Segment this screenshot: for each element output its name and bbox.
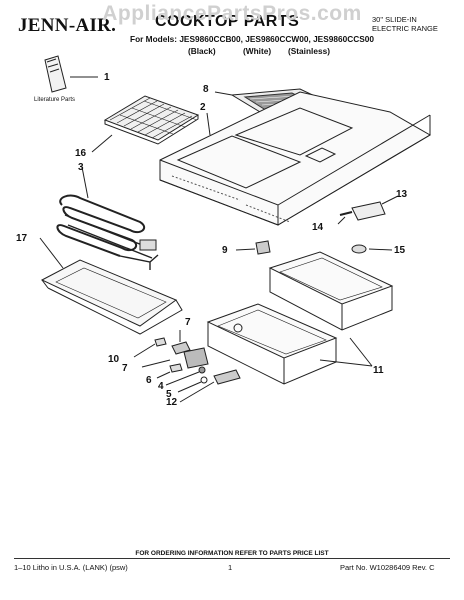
callout-11: 11 [373, 365, 384, 376]
callout-14: 14 [312, 222, 324, 233]
part-1-literature-booklet [44, 55, 98, 93]
callout-3: 3 [78, 162, 84, 173]
page-title: COOKTOP PARTS [155, 13, 300, 30]
callout-12: 12 [166, 397, 178, 408]
literature-parts-label: Literature Parts [34, 97, 75, 103]
callout-10: 10 [108, 354, 120, 365]
footer-page-number: 1 [228, 563, 233, 572]
callout-17: 17 [16, 233, 28, 244]
callout-8: 8 [203, 84, 209, 95]
footer-divider [14, 558, 450, 559]
finish-stainless: (Stainless) [288, 46, 330, 56]
part-7-bracket-upper [171, 330, 191, 355]
part-3-heating-element [56, 166, 159, 270]
finish-black: (Black) [188, 46, 216, 56]
callout-7: 7 [185, 317, 191, 328]
callout-15: 15 [394, 245, 406, 256]
watermark: AppliancePartsPros.com [102, 2, 362, 25]
range-description: 30" SLIDE-IN ELECTRIC RANGE [372, 15, 438, 33]
finish-white: (White) [243, 46, 272, 56]
callout-13: 13 [396, 189, 408, 200]
part-4-nut [165, 366, 206, 386]
part-11-burner-box-rear [268, 251, 394, 331]
part-12-terminal-block [179, 369, 241, 403]
callout-9: 9 [222, 245, 228, 256]
part-16-grill-grate [91, 95, 200, 153]
part-15-grommet [351, 244, 393, 254]
part-11-burner-box-front [206, 303, 338, 385]
part-6-terminal [156, 363, 183, 379]
part-17-drip-pan [39, 237, 183, 335]
callout-4: 4 [158, 381, 164, 392]
part-5-washer [177, 376, 208, 393]
part-14-screw [337, 211, 353, 225]
models-line: For Models: JES9860CCB00, JES9860CCW00, … [130, 34, 374, 44]
part-9-clip [235, 240, 271, 255]
range-line-1: 30" SLIDE-IN [372, 15, 417, 24]
callout-7: 7 [122, 363, 128, 374]
part-10-clip [133, 337, 167, 358]
range-line-2: ELECTRIC RANGE [372, 24, 438, 33]
callout-16: 16 [75, 148, 87, 159]
ordering-note: FOR ORDERING INFORMATION REFER TO PARTS … [135, 550, 329, 557]
exploded-parts-diagram: Literature Parts 18216313149151771076451… [16, 55, 431, 408]
callout-6: 6 [146, 375, 152, 386]
part-2-cooktop [159, 91, 431, 226]
callout-1: 1 [104, 72, 110, 83]
footer-part-number: Part No. W10286409 Rev. C [340, 563, 435, 572]
part-13-bracket [351, 195, 399, 221]
footer-litho: 1–10 Litho in U.S.A. (LANK) (psw) [14, 563, 128, 572]
callout-5: 5 [166, 389, 172, 400]
part-7-switch [141, 347, 209, 369]
brand-logo: JENN-AIR. [18, 15, 117, 36]
callout-2: 2 [200, 102, 206, 113]
